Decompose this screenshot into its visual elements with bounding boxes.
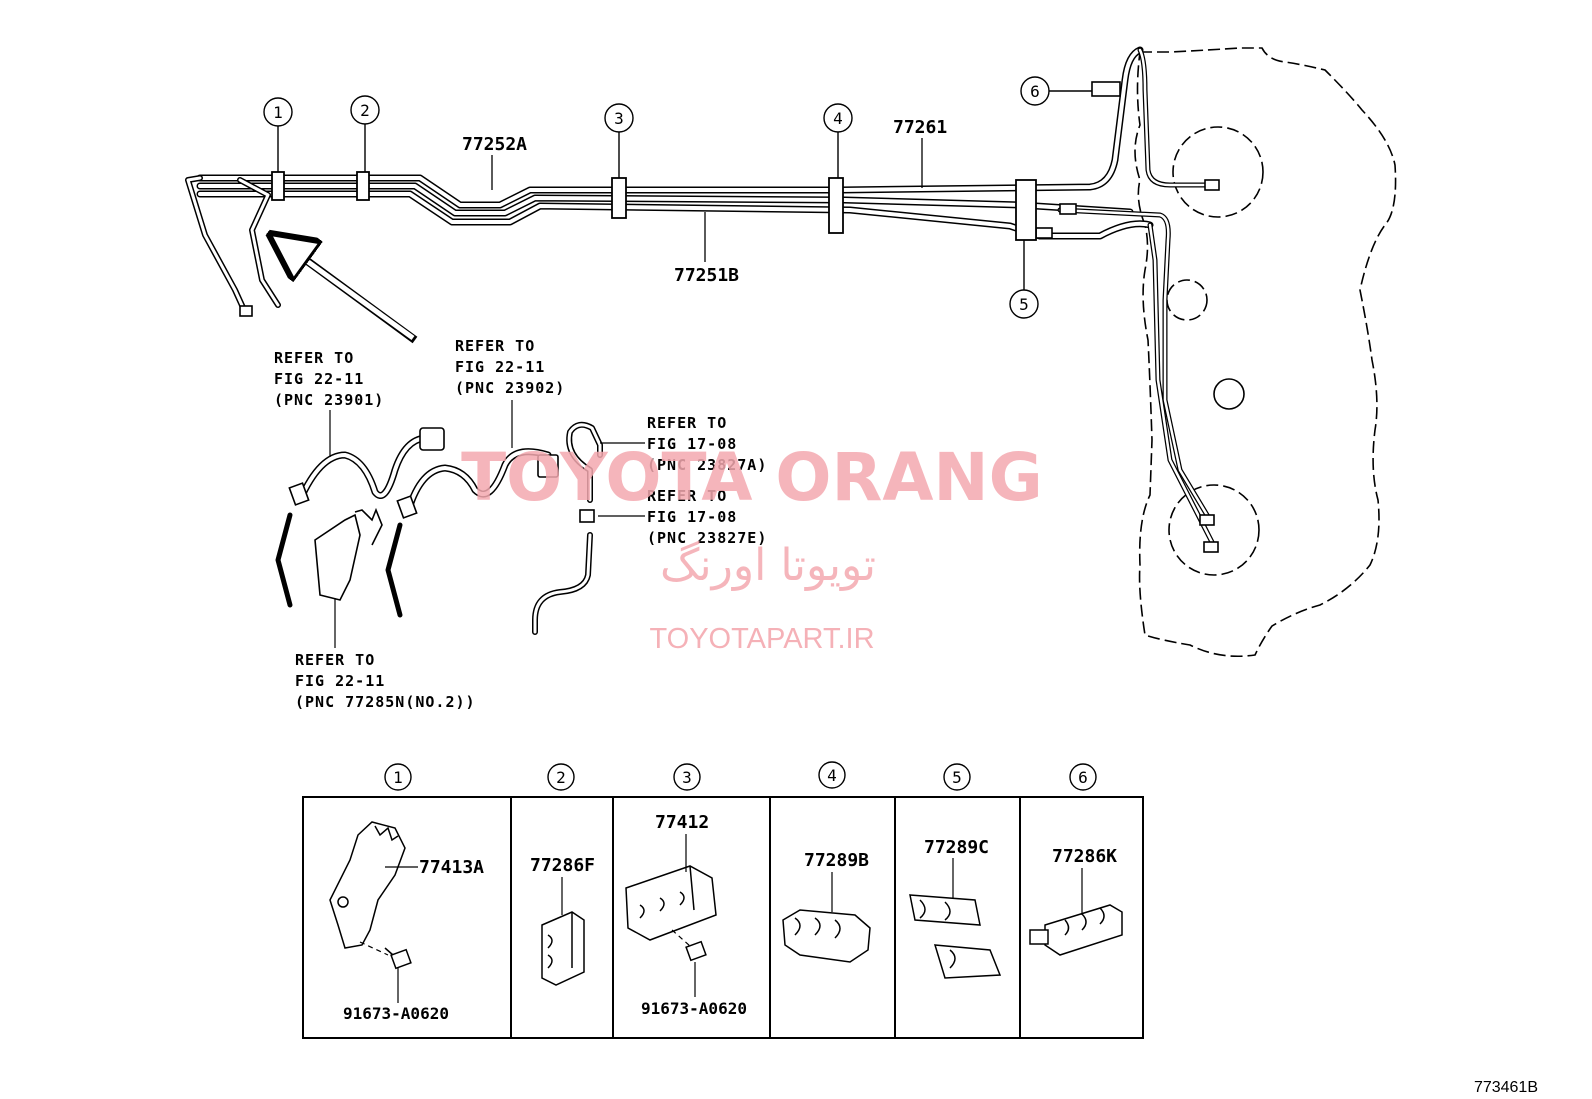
refer-note-middle: REFER TO FIG 22-11 (PNC 23902) [455, 337, 565, 397]
svg-text:(PNC 23902): (PNC 23902) [455, 379, 565, 397]
clamp-77286K-drawing [1029, 904, 1123, 956]
svg-text:(PNC 77285N(NO.2)): (PNC 77285N(NO.2)) [295, 693, 476, 711]
part-label-tube-upper: 77252A [462, 134, 527, 155]
direction-arrow [300, 256, 415, 341]
svg-text:REFER TO: REFER TO [295, 651, 375, 669]
part-91673-A0620-col1: 91673-A0620 [343, 1004, 449, 1023]
part-label-tube-rear: 77261 [893, 117, 947, 138]
callout-markers [263, 76, 1092, 319]
svg-text:FIG 17-08: FIG 17-08 [647, 508, 737, 526]
bracket-77413A-drawing [329, 821, 406, 949]
table-col-5: 5 [952, 768, 962, 787]
callout-6: 6 [1030, 82, 1040, 101]
bolt-91673-drawing-3 [685, 940, 707, 962]
table-col-2: 2 [556, 768, 566, 787]
table-col-1: 1 [393, 768, 403, 787]
watermark-site: TOYOTAPART.IR [649, 623, 874, 655]
svg-text:FIG 22-11: FIG 22-11 [274, 370, 364, 388]
clamp-77286F-drawing [541, 911, 585, 986]
part-91673-A0620-col3: 91673-A0620 [641, 999, 747, 1018]
parts-table [302, 796, 1144, 1039]
callout-2: 2 [360, 101, 370, 120]
part-77286F: 77286F [530, 855, 595, 876]
svg-text:(PNC 23827A): (PNC 23827A) [647, 456, 767, 474]
table-col-3: 3 [682, 768, 692, 787]
clamp-77412-drawing [625, 865, 717, 941]
svg-text:REFER TO: REFER TO [455, 337, 535, 355]
part-77289B: 77289B [804, 850, 869, 871]
svg-text:REFER TO: REFER TO [647, 487, 727, 505]
tube-connectors [239, 81, 1220, 553]
table-col-4: 4 [827, 766, 837, 785]
bolt-91673-drawing-1 [384, 947, 412, 970]
watermark-persian: تویوتا اورنگ [660, 540, 876, 591]
callout-5: 5 [1019, 295, 1029, 314]
part-77412: 77412 [655, 812, 709, 833]
svg-text:FIG 22-11: FIG 22-11 [455, 358, 545, 376]
callout-1: 1 [273, 103, 283, 122]
svg-text:FIG 17-08: FIG 17-08 [647, 435, 737, 453]
callout-4: 4 [833, 109, 843, 128]
bundle-clamps [271, 171, 1037, 241]
hose-assemblies [275, 421, 603, 635]
tube-bundle [185, 46, 1218, 551]
svg-text:REFER TO: REFER TO [274, 349, 354, 367]
part-77286K: 77286K [1052, 846, 1117, 867]
svg-text:FIG 22-11: FIG 22-11 [295, 672, 385, 690]
refer-note-right-a: REFER TO FIG 17-08 (PNC 23827A) [647, 414, 767, 474]
clamp-77289B-drawing [782, 909, 871, 963]
clamp-77289C-drawing [909, 894, 1002, 979]
refer-leaders [329, 400, 645, 648]
refer-note-bottom: REFER TO FIG 22-11 (PNC 77285N(NO.2)) [295, 651, 476, 711]
tank-hole [1213, 378, 1245, 410]
fuel-tank-outline [1134, 47, 1397, 658]
part-label-tube-lower: 77251B [674, 265, 739, 286]
figure-code: 773461B [1474, 1079, 1538, 1096]
part-77289C: 77289C [924, 837, 989, 858]
refer-note-left: REFER TO FIG 22-11 (PNC 23901) [274, 349, 384, 409]
refer-note-right-e: REFER TO FIG 17-08 (PNC 23827E) [647, 487, 767, 547]
watermark-latin: TOYOTA ORANG [461, 439, 1043, 516]
svg-text:(PNC 23901): (PNC 23901) [274, 391, 384, 409]
part-77413A: 77413A [419, 857, 484, 878]
table-col-6: 6 [1078, 768, 1088, 787]
svg-text:(PNC 23827E): (PNC 23827E) [647, 529, 767, 547]
svg-text:REFER TO: REFER TO [647, 414, 727, 432]
table-header-markers [384, 761, 1097, 791]
hose-fittings [288, 427, 595, 601]
callout-3: 3 [614, 109, 624, 128]
